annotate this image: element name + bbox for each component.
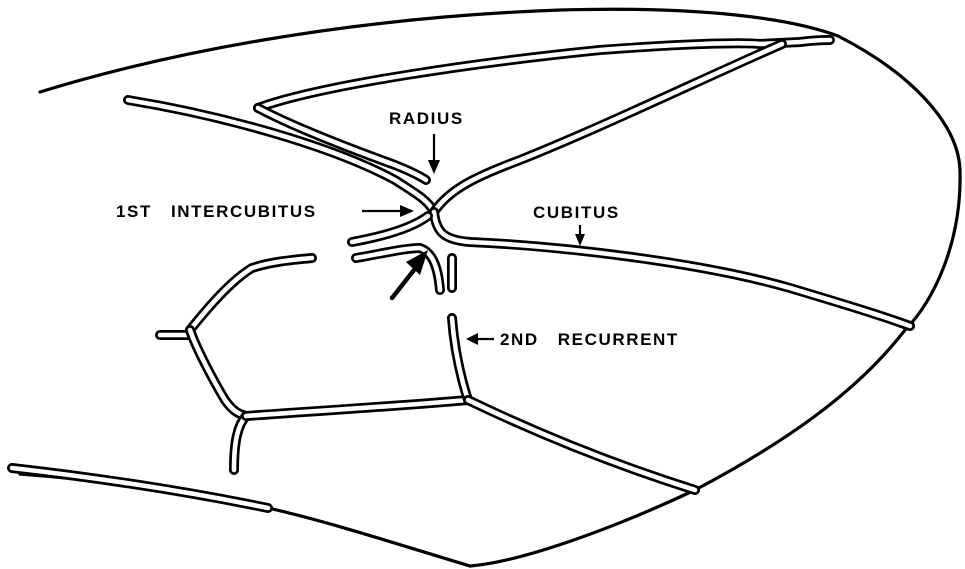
wing-apical-margin: [468, 34, 962, 568]
recurrent-pointer-head: [466, 333, 478, 345]
gap-arrow-head: [406, 250, 428, 275]
wing-outline: [18, 7, 962, 568]
intercubitus-pointer-head: [400, 205, 414, 217]
label-cubitus: CUBITUS: [533, 203, 620, 222]
wing-anal-margin: [18, 472, 472, 568]
label-first-intercubitus: 1ST INTERCUBITUS: [116, 202, 317, 221]
veins: [7, 35, 915, 513]
vein-radial-cell: [253, 35, 835, 113]
label-second-recurrent: 2ND RECURRENT: [500, 330, 679, 349]
annotations: RADIUS 1ST INTERCUBITUS CUBITUS 2ND RECU…: [116, 109, 679, 349]
gap-arrow-shaft: [389, 267, 417, 301]
vein-cubitus: [429, 207, 915, 331]
radius-pointer-head: [428, 160, 440, 174]
vein-left-vertical: [185, 325, 251, 421]
wing-costal-margin: [38, 7, 840, 94]
cubitus-pointer-head: [575, 234, 585, 246]
label-radius: RADIUS: [389, 109, 464, 128]
